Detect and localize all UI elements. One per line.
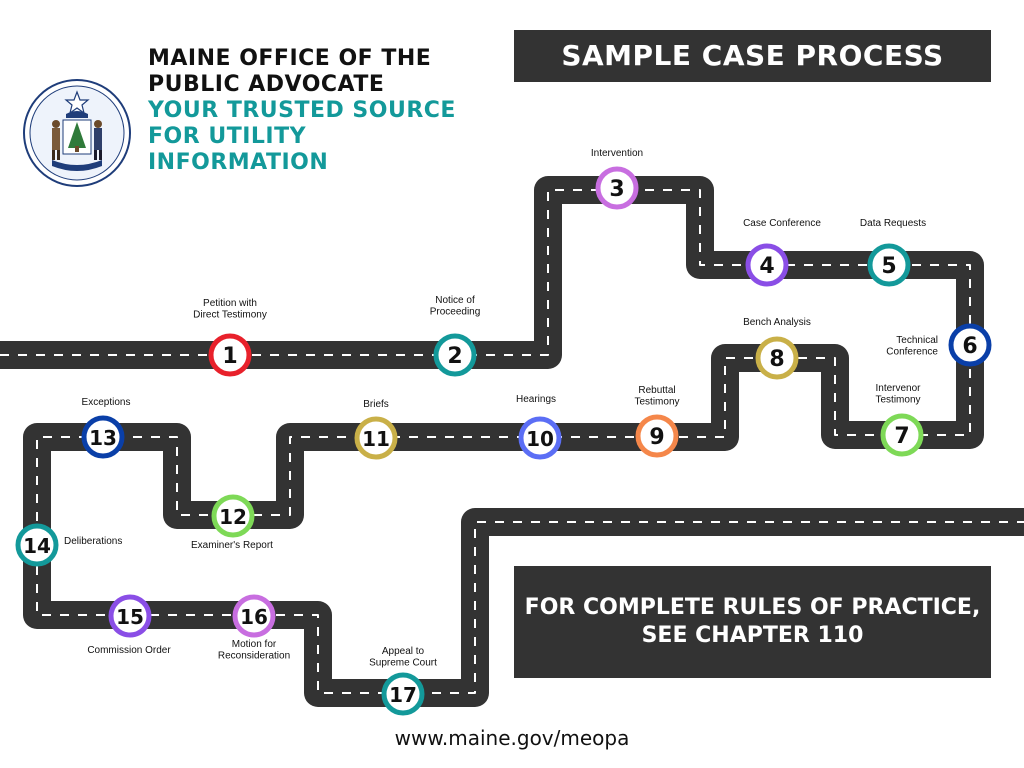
step-marker-circle <box>15 523 59 567</box>
step-label: Data Requests <box>860 218 926 229</box>
step-marker-circle <box>208 333 252 377</box>
step-marker-circle <box>232 594 276 638</box>
tagline: YOUR TRUSTED SOURCE FOR UTILITY INFORMAT… <box>148 98 456 175</box>
road-path <box>0 176 1024 707</box>
step-label: Deliberations <box>64 536 122 547</box>
step-number: 3 <box>609 177 624 202</box>
step-marker-circle <box>518 416 562 460</box>
step-marker-circle <box>635 414 679 458</box>
footer-url[interactable]: www.maine.gov/meopa <box>394 726 630 750</box>
step-number: 9 <box>649 425 664 450</box>
step-11: 11 Briefs <box>354 399 398 460</box>
step-4: 4 Case Conference <box>743 218 821 287</box>
step-marker-circle <box>211 494 255 538</box>
step-marker-circle <box>81 415 125 459</box>
rules-line-1: FOR COMPLETE RULES OF PRACTICE, <box>524 595 981 620</box>
step-number: 4 <box>759 254 774 279</box>
step-marker-circle <box>745 243 789 287</box>
org-name: MAINE OFFICE OF THE PUBLIC ADVOCATE <box>148 46 432 97</box>
step-label: Case Conference <box>743 218 821 229</box>
step-marker-circle <box>867 243 911 287</box>
step-label: Commission Order <box>87 645 171 656</box>
rules-box: FOR COMPLETE RULES OF PRACTICE, SEE CHAP… <box>514 566 991 678</box>
step-8: 8 Bench Analysis <box>743 317 811 380</box>
step-number: 1 <box>222 344 237 369</box>
step-marker-circle <box>755 336 799 380</box>
title-box: SAMPLE CASE PROCESS <box>514 30 991 82</box>
step-number: 14 <box>23 534 51 558</box>
step-label: Hearings <box>516 394 556 405</box>
step-number: 12 <box>219 505 247 529</box>
step-marker-circle <box>948 323 992 367</box>
road-center-line <box>0 189 1024 694</box>
step-number: 6 <box>962 334 977 359</box>
step-label: Bench Analysis <box>743 317 811 328</box>
step-marker-circle <box>595 166 639 210</box>
step-number: 16 <box>240 605 268 629</box>
header: MAINE OFFICE OF THE PUBLIC ADVOCATE YOUR… <box>148 46 478 176</box>
step-label: Intervention <box>591 148 643 159</box>
step-number: 11 <box>362 427 390 451</box>
step-number: 5 <box>881 254 896 279</box>
step-number: 7 <box>894 424 909 449</box>
step-number: 15 <box>116 605 144 629</box>
step-number: 17 <box>389 683 417 707</box>
step-13: 13 Exceptions <box>81 397 131 459</box>
step-14: 14 Deliberations <box>15 523 122 567</box>
step-10: 10 Hearings <box>516 394 562 460</box>
step-marker-circle <box>381 672 425 716</box>
step-marker-circle <box>108 594 152 638</box>
step-3: 3 Intervention <box>591 148 643 210</box>
maine-state-seal-icon <box>22 78 132 192</box>
step-number: 13 <box>89 426 117 450</box>
step-5: 5 Data Requests <box>860 218 926 287</box>
rules-line-2: SEE CHAPTER 110 <box>641 623 864 648</box>
step-number: 2 <box>447 344 462 369</box>
step-label: Briefs <box>363 399 389 410</box>
step-marker-circle <box>880 413 924 457</box>
step-number: 10 <box>526 427 554 451</box>
step-marker-circle <box>354 416 398 460</box>
step-label: Examiner's Report <box>191 540 273 551</box>
step-number: 8 <box>769 347 784 372</box>
step-label: Exceptions <box>82 397 131 408</box>
step-marker-circle <box>433 333 477 377</box>
